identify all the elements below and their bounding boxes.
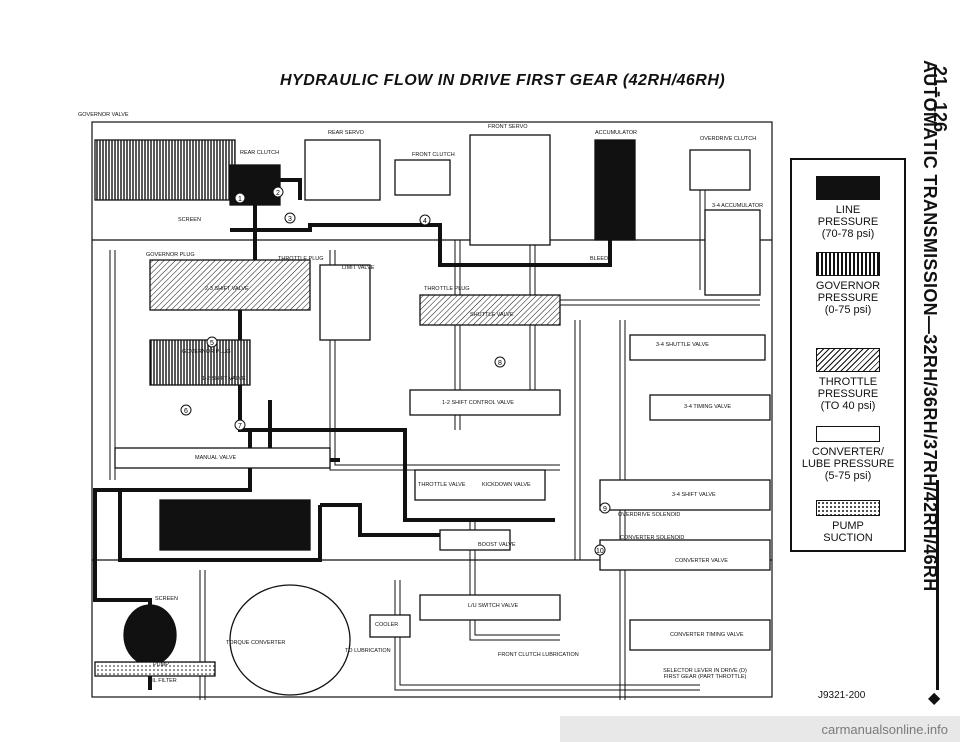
legend-text: THROTTLE	[818, 376, 878, 388]
label-oil-filter: OIL FILTER	[148, 678, 177, 684]
legend-converter-pressure: CONVERTER/ LUBE PRESSURE (5-75 psi)	[792, 426, 904, 482]
label-front-servo: FRONT SERVO	[488, 124, 528, 130]
swatch-converter-pressure	[816, 426, 880, 442]
swatch-line-pressure	[816, 176, 880, 200]
swatch-governor-pressure	[816, 252, 880, 276]
label-12-shift-control-valve: 1-2 SHIFT CONTROL VALVE	[442, 400, 514, 406]
label-rear-clutch: REAR CLUTCH	[240, 150, 280, 156]
legend-text: CONVERTER/	[812, 446, 884, 458]
label-rear-servo: REAR SERVO	[328, 130, 364, 136]
diamond-icon: ◆	[928, 690, 941, 707]
label-boost-valve: BOOST VALVE	[478, 542, 516, 548]
circle-number: 1	[238, 196, 242, 203]
swatch-throttle-pressure	[816, 348, 880, 372]
valve-bodies	[94, 134, 771, 696]
circle-marker: 1	[234, 192, 246, 204]
circle-number: 3	[288, 216, 292, 223]
circle-marker: 2	[272, 186, 284, 198]
label-converter-timing-valve: CONVERTER TIMING VALVE	[670, 632, 744, 638]
legend-text: SUCTION	[823, 532, 873, 544]
label-accumulator: ACCUMULATOR	[595, 130, 637, 136]
circle-marker: 9	[599, 502, 611, 514]
figure-id: J9321-200	[818, 690, 866, 701]
circle-marker: 3	[284, 212, 296, 224]
circle-number: 9	[603, 506, 607, 513]
label-governor-plug-2: GOVERNOR PLUG	[182, 349, 231, 355]
selector-caption: SELECTOR LEVER IN DRIVE (D) FIRST GEAR (…	[663, 668, 747, 680]
label-34-shift-valve: 3-4 SHIFT VALVE	[672, 492, 716, 498]
legend-text: PRESSURE	[817, 216, 879, 228]
page-number: 21 - 126	[928, 66, 952, 136]
watermark-text: carmanualsonline.info	[821, 722, 948, 737]
label-23-shift-valve: 2-3 SHIFT VALVE	[205, 286, 249, 292]
legend-throttle-pressure: THROTTLE PRESSURE (TO 40 psi)	[792, 348, 904, 412]
label-governor-valve: GOVERNOR VALVE	[78, 112, 129, 118]
circle-marker: 5	[206, 336, 218, 348]
circle-marker: 8	[494, 356, 506, 368]
circle-number: 2	[276, 190, 280, 197]
legend-line-pressure: LINE PRESSURE (70-78 psi)	[792, 176, 904, 240]
circle-number: 6	[184, 408, 188, 415]
page-number-text: 21 - 126	[930, 66, 950, 133]
label-bleed: BLEED	[590, 256, 609, 262]
label-overdrive-clutch: OVERDRIVE CLUTCH	[700, 136, 757, 142]
label-34-shuttle-valve: 3-4 SHUTTLE VALVE	[656, 342, 709, 348]
legend-text: GOVERNOR	[815, 280, 881, 292]
pressure-legend: LINE PRESSURE (70-78 psi) GOVERNOR PRESS…	[790, 158, 906, 552]
label-converter-valve: CONVERTER VALVE	[675, 558, 728, 564]
label-regulator-valve: REGULATOR VALVE	[230, 525, 283, 531]
label-throttle-plug-2: THROTTLE PLUG	[424, 286, 470, 292]
label-front-clutch-lubrication: FRONT CLUTCH LUBRICATION	[498, 652, 579, 658]
circle-number: 8	[498, 360, 502, 367]
label-converter-solenoid: CONVERTER SOLENOID	[620, 535, 685, 541]
label-manual-valve: MANUAL VALVE	[195, 455, 237, 461]
page-title: HYDRAULIC FLOW IN DRIVE FIRST GEAR (42RH…	[280, 72, 726, 89]
circle-marker: 10	[594, 544, 606, 556]
legend-pump-suction: PUMP SUCTION	[792, 500, 904, 544]
legend-text: LUBE PRESSURE	[801, 458, 895, 470]
label-screen-bottom: SCREEN	[155, 596, 178, 602]
legend-text: PRESSURE	[817, 388, 879, 400]
margin-rule	[936, 480, 939, 690]
legend-text: PUMP	[832, 520, 864, 532]
circled-markers: 1 2 3 4 5 6 7 8 9 10	[180, 186, 611, 556]
label-throttle-plug: THROTTLE PLUG	[278, 256, 324, 262]
circle-marker: 6	[180, 404, 192, 416]
circle-number: 10	[596, 548, 604, 555]
circle-number: 5	[210, 340, 214, 347]
label-kickdown-valve: KICKDOWN VALVE	[482, 482, 531, 488]
circle-marker: 7	[234, 419, 246, 431]
swatch-pump-suction	[816, 500, 880, 516]
label-overdrive-solenoid: OVERDRIVE SOLENOID	[618, 512, 681, 518]
legend-governor-pressure: GOVERNOR PRESSURE (0-75 psi)	[792, 252, 904, 316]
label-screen-top: SCREEN	[178, 217, 201, 223]
label-34-accumulator: 3-4 ACCUMULATOR	[712, 203, 764, 209]
circle-number: 4	[423, 218, 427, 225]
label-12-shift-valve: 1-2 SHIFT VALVE	[202, 376, 246, 382]
label-shuttle-valve: SHUTTLE VALVE	[470, 312, 514, 318]
label-lu-switch-valve: L/U SWITCH VALVE	[468, 603, 519, 609]
label-cooler: COOLER	[375, 622, 399, 628]
legend-text: (70-78 psi)	[821, 228, 875, 240]
label-governor-plug: GOVERNOR PLUG	[146, 252, 195, 258]
legend-text: PRESSURE	[817, 292, 879, 304]
label-limit-valve: LIMIT VALVE	[342, 265, 375, 271]
circle-number: 7	[238, 423, 242, 430]
circle-marker: 4	[419, 214, 431, 226]
legend-text: (5-75 psi)	[824, 470, 872, 482]
label-torque-converter: TORQUE CONVERTER	[226, 640, 286, 646]
label-to-lubrication: TO LUBRICATION	[345, 648, 391, 654]
label-throttle-valve: THROTTLE VALVE	[418, 482, 466, 488]
legend-text: LINE	[835, 204, 861, 216]
watermark-footer: carmanualsonline.info	[560, 716, 960, 742]
label-front-clutch: FRONT CLUTCH	[412, 152, 455, 158]
label-34-timing-valve: 3-4 TIMING VALVE	[684, 404, 732, 410]
legend-text: (TO 40 psi)	[820, 400, 876, 412]
label-pump: PUMP	[153, 662, 169, 668]
legend-text: (0-75 psi)	[824, 304, 872, 316]
